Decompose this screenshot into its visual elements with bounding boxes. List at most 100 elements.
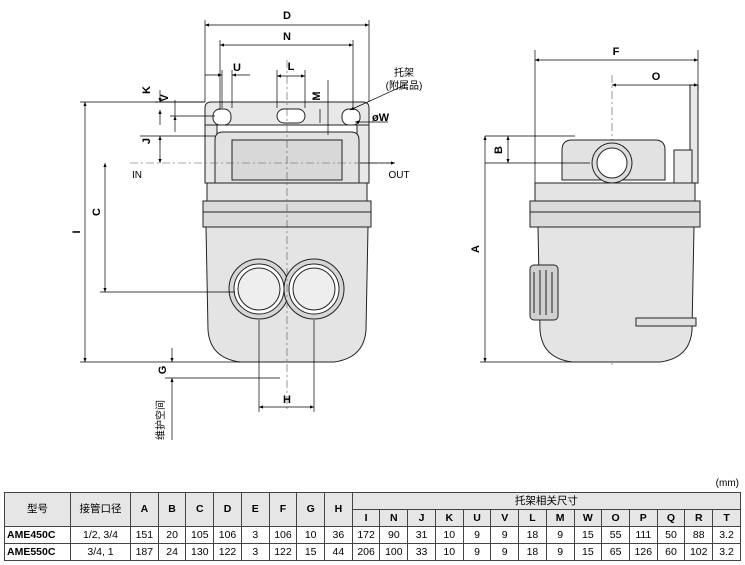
bracket-label: 托架 — [394, 66, 414, 79]
front-dimensions — [80, 20, 406, 440]
table-cell: 9 — [490, 543, 520, 561]
table-cell: 111 — [628, 526, 658, 544]
header-e: E — [240, 492, 270, 527]
header-m: M — [545, 509, 575, 527]
table-cell: 9 — [545, 543, 575, 561]
dim-label-n: N — [283, 31, 291, 43]
table-cell: 88 — [684, 526, 714, 544]
table-cell: 90 — [379, 526, 409, 544]
dim-label-i: I — [71, 230, 83, 233]
table-cell: 9 — [462, 526, 492, 544]
header-f: F — [268, 492, 298, 527]
header-b: B — [157, 492, 187, 527]
dim-label-w: øW — [372, 112, 390, 124]
dim-label-u: U — [233, 62, 241, 74]
header-u: U — [462, 509, 492, 527]
table-cell: 15 — [573, 526, 603, 544]
table-cell: 3.2 — [712, 526, 741, 544]
header-i: I — [351, 509, 381, 527]
dim-label-j: J — [141, 138, 153, 144]
table-row: AME450C 1/2, 3/4 151 20 105 106 3 106 10… — [4, 526, 741, 544]
dim-label-l: L — [288, 61, 295, 73]
dim-label-a: A — [470, 245, 482, 253]
table-cell: 100 — [379, 543, 409, 561]
maintenance-space-label: 维护空间 — [154, 400, 167, 440]
table-cell: 122 — [268, 543, 298, 561]
table-cell: 187 — [130, 543, 159, 561]
in-label: IN — [132, 170, 142, 181]
header-v: V — [490, 509, 520, 527]
table-cell: 172 — [351, 526, 381, 544]
table-cell: 3 — [240, 543, 270, 561]
table-cell: 106 — [213, 526, 242, 544]
table-cell: 9 — [490, 526, 520, 544]
dim-label-f: F — [613, 46, 620, 58]
table-cell: 9 — [545, 526, 575, 544]
header-o: O — [601, 509, 630, 527]
dim-label-b: B — [493, 146, 505, 154]
model-cell: AME550C — [4, 543, 71, 561]
port-cell: 1/2, 3/4 — [70, 526, 131, 544]
table-row: AME550C 3/4, 1 187 24 130 122 3 122 15 4… — [4, 543, 741, 561]
table-cell: 151 — [130, 526, 159, 544]
header-r: R — [684, 509, 714, 527]
header-w: W — [573, 509, 603, 527]
table-cell: 126 — [628, 543, 658, 561]
table-cell: 206 — [351, 543, 381, 561]
unit-label: (mm) — [715, 478, 739, 489]
dim-label-g: G — [157, 366, 169, 375]
dim-label-h: H — [283, 394, 291, 406]
side-view — [529, 84, 701, 363]
side-dimensions — [480, 50, 699, 363]
table-cell: 50 — [656, 526, 686, 544]
header-h: H — [324, 492, 353, 527]
header-t: T — [712, 509, 741, 527]
table-cell: 3 — [240, 526, 270, 544]
header-bracket-group: 托架相关尺寸 — [351, 492, 742, 510]
table-cell: 18 — [518, 526, 547, 544]
model-cell: AME450C — [4, 526, 71, 544]
dim-label-d: D — [283, 10, 291, 22]
table-cell: 10 — [434, 526, 464, 544]
dim-label-o: O — [652, 71, 661, 83]
table-cell: 10 — [434, 543, 464, 561]
dim-label-m: M — [311, 91, 323, 100]
header-n: N — [379, 509, 409, 527]
header-l: L — [518, 509, 547, 527]
table-cell: 105 — [185, 526, 215, 544]
table-cell: 18 — [518, 543, 547, 561]
table-cell: 122 — [213, 543, 242, 561]
dim-label-k: K — [141, 86, 153, 94]
dim-label-v: V — [159, 94, 171, 102]
dimension-table: 型号 接管口径 A B C D E F G H 托架相关尺寸 I N J K U… — [4, 492, 742, 561]
technical-drawing: D N U L M K V J C I G H øW 托架 (附属品) IN O… — [71, 10, 701, 440]
header-port: 接管口径 — [70, 492, 131, 527]
header-k: K — [434, 509, 464, 527]
table-cell: 20 — [157, 526, 187, 544]
port-cell: 3/4, 1 — [70, 543, 131, 561]
table-cell: 102 — [684, 543, 714, 561]
table-cell: 55 — [601, 526, 630, 544]
table-cell: 3.2 — [712, 543, 741, 561]
table-cell: 36 — [324, 526, 353, 544]
dimension-labels: D N U L M K V J C I G H øW 托架 (附属品) IN O… — [71, 10, 661, 440]
header-j: J — [407, 509, 436, 527]
header-p: P — [628, 509, 658, 527]
table-cell: 106 — [268, 526, 298, 544]
table-cell: 15 — [296, 543, 326, 561]
table-cell: 10 — [296, 526, 326, 544]
table-cell: 65 — [601, 543, 630, 561]
header-g: G — [296, 492, 326, 527]
header-d: D — [213, 492, 242, 527]
table-cell: 15 — [573, 543, 603, 561]
header-a: A — [130, 492, 159, 527]
table-cell: 60 — [656, 543, 686, 561]
header-q: Q — [656, 509, 686, 527]
header-c: C — [185, 492, 215, 527]
dim-label-c: C — [91, 208, 103, 216]
table-cell: 24 — [157, 543, 187, 561]
out-label: OUT — [388, 170, 409, 181]
table-cell: 9 — [462, 543, 492, 561]
table-cell: 33 — [407, 543, 436, 561]
table-cell: 31 — [407, 526, 436, 544]
